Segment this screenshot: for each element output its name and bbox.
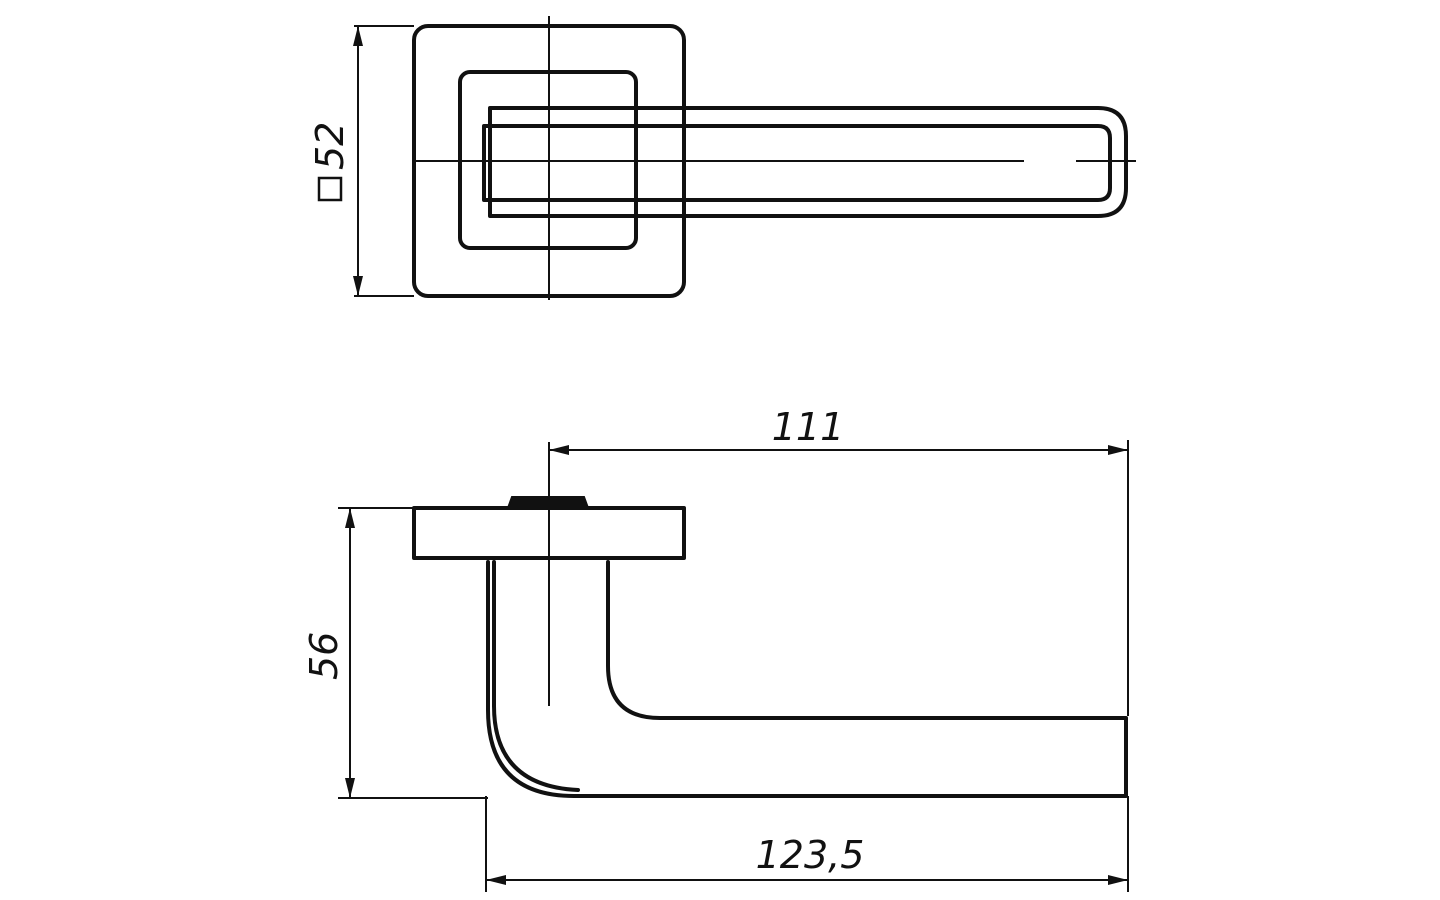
- square-symbol: [317, 176, 343, 202]
- lever-reach-label: 111: [772, 405, 845, 449]
- height-dimension: 56: [302, 507, 488, 799]
- rosette-size-label: 52: [308, 122, 352, 170]
- lever-outer-outline: [488, 106, 1128, 218]
- rosette-size-dimension: 52: [308, 25, 414, 297]
- lever-curve-inner: [492, 704, 580, 792]
- height-label: 56: [302, 632, 346, 680]
- lever-reach-dimension: 111: [549, 405, 1129, 716]
- lever-inner-outline: [482, 124, 1112, 202]
- lever-body-side: [486, 560, 1128, 798]
- side-view: 111 56 123,5: [302, 405, 1129, 892]
- top-view: 52: [308, 16, 1136, 300]
- overall-length-label: 123,5: [756, 833, 865, 877]
- overall-length-dimension: 123,5: [485, 796, 1129, 892]
